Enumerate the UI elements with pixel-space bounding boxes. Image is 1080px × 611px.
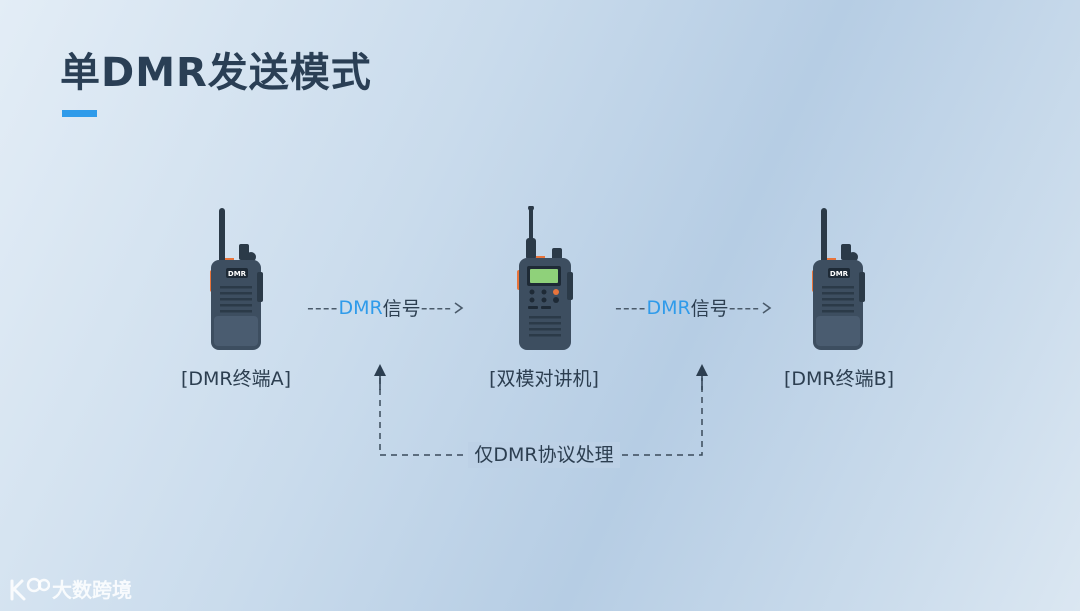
watermark-text: 大数跨境 [52,578,132,602]
radio-b-badge: DMR [830,270,849,278]
protocol-note: 仅DMR协议处理 [474,444,614,466]
arrow-right-icon [454,301,464,314]
signal-protocol: DMR [646,296,691,319]
arrow-up-icon-right [696,364,708,376]
signal-dash-right: ---- [420,296,453,319]
radio-a-badge: DMR [228,270,247,278]
signal-dash-right: ---- [728,296,761,319]
logo-icon [10,577,50,600]
signal-text: 信号 [382,298,421,320]
page-title: 单DMR发送模式 [60,50,372,96]
arrow-right-icon [762,301,772,314]
signal-text: 信号 [690,298,729,320]
device-label-terminal-b: [DMR终端B] [783,368,895,390]
signal-arrow-gateway-to-b: ---- DMR 信号 ---- [615,294,773,321]
radio-dual-mode-icon [517,206,573,350]
arrow-up-icon-left [374,364,386,376]
signal-dash-left: ---- [615,296,647,319]
device-label-dual-mode: [双模对讲机] [489,368,599,390]
radio-terminal-b-icon: DMR [812,208,865,350]
signal-arrow-a-to-gateway: ---- DMR 信号 ---- [307,294,465,321]
title-underline [62,110,97,117]
signal-dash-left: ---- [307,296,339,319]
watermark: 大数跨境 [8,574,132,603]
signal-protocol: DMR [338,296,383,319]
radio-terminal-a-icon: DMR [210,208,263,350]
device-label-terminal-a: [DMR终端A] [180,368,292,390]
